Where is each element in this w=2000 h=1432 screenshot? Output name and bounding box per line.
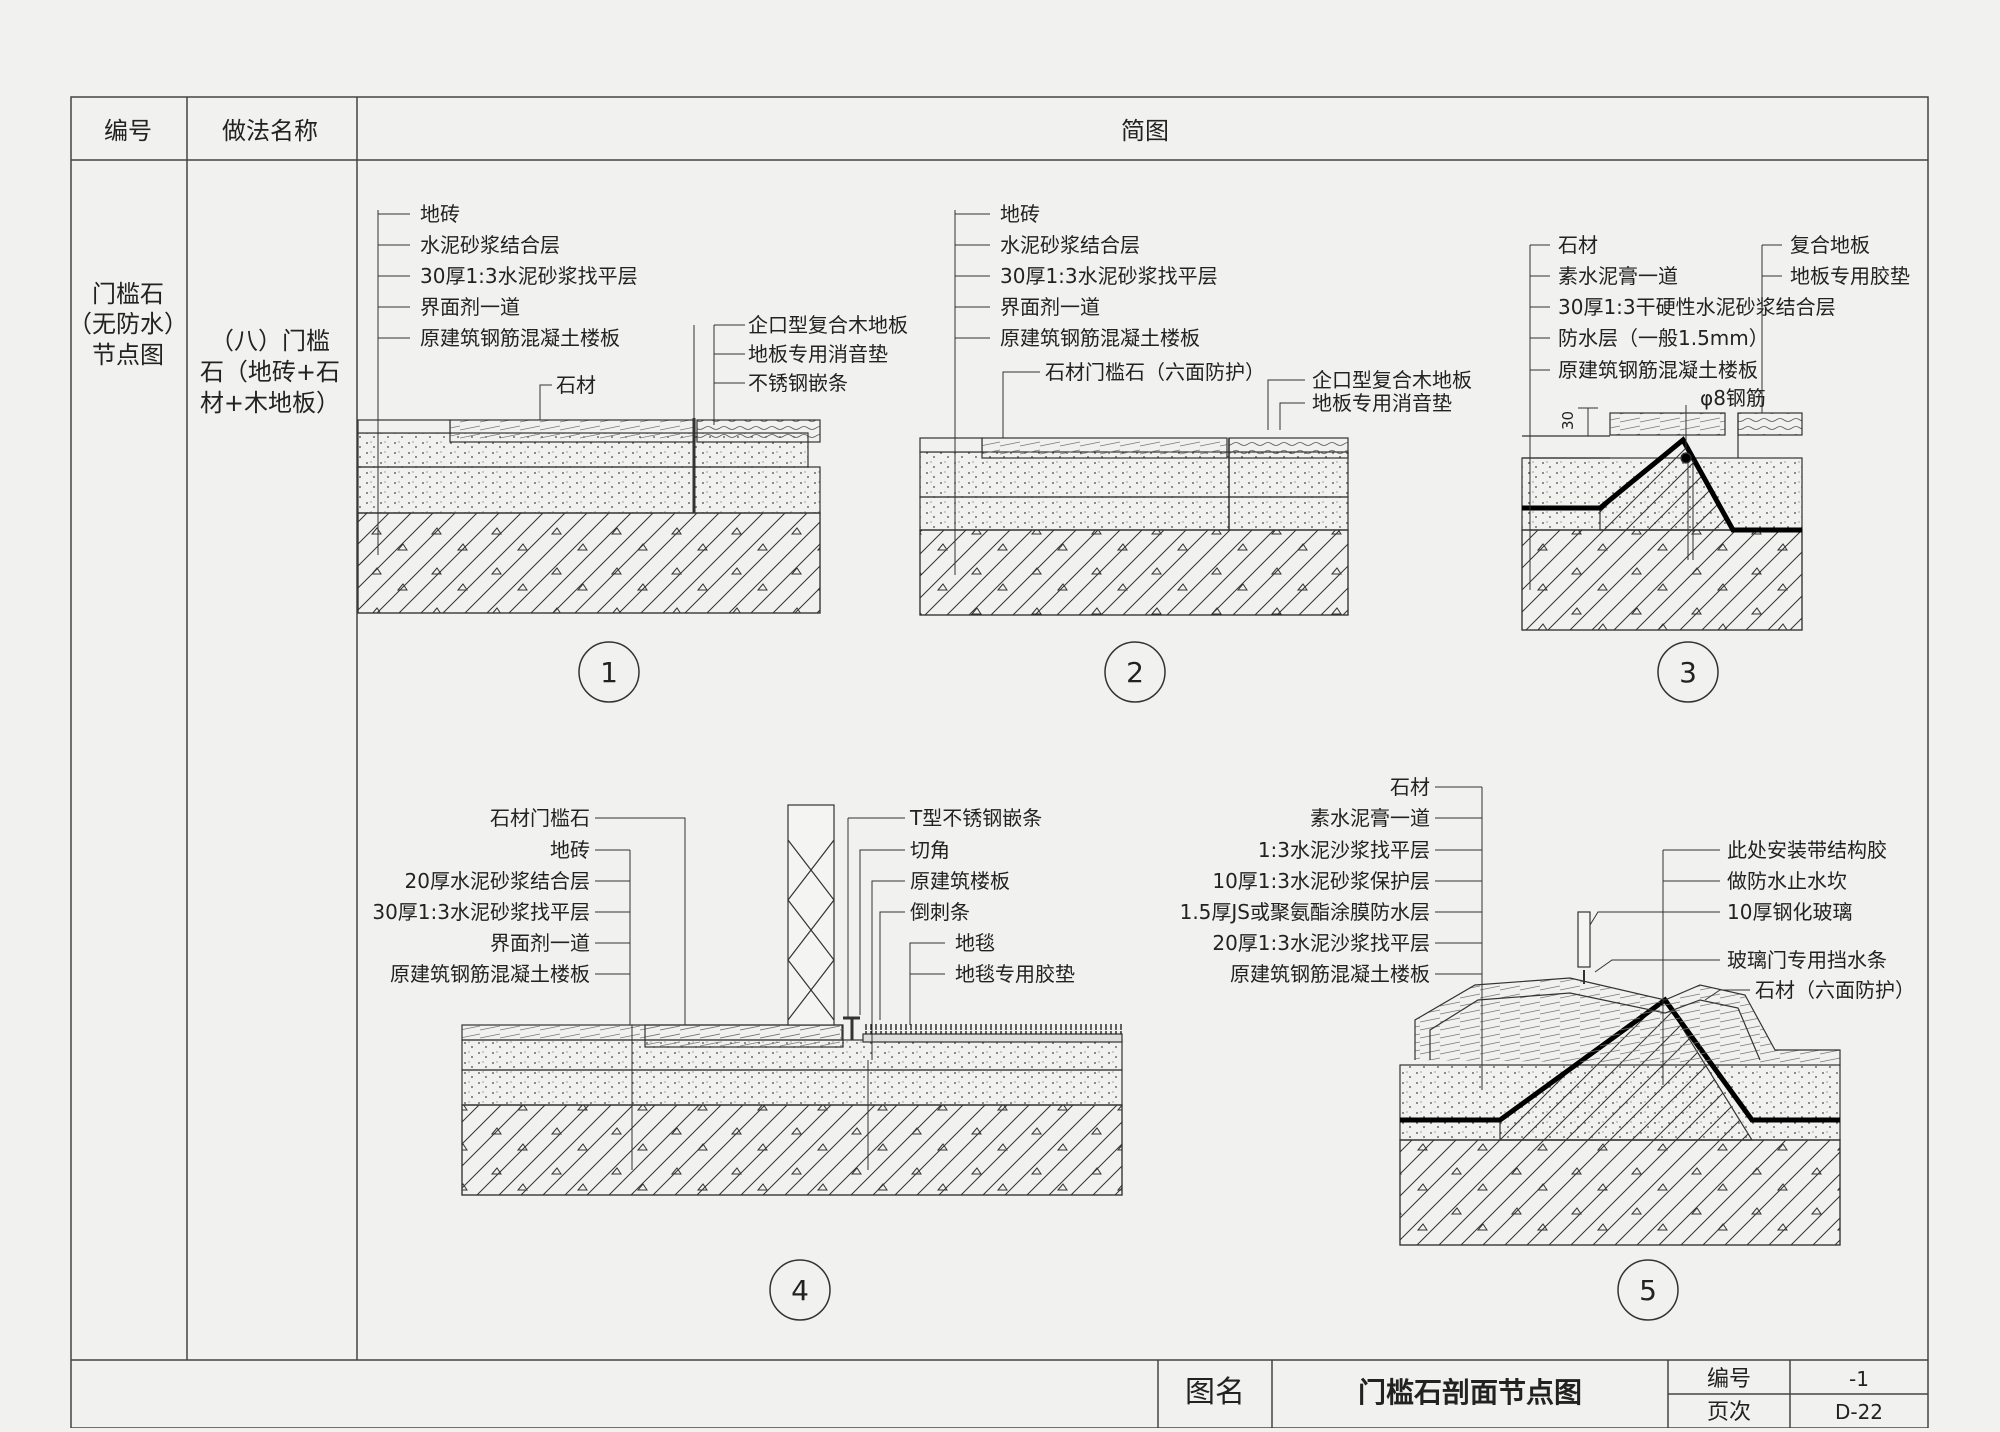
drawing-title: 门槛石剖面节点图 — [1358, 1376, 1582, 1409]
method-line-1: （八）门槛 — [210, 327, 330, 355]
detail-2-section — [919, 210, 1349, 616]
category-line-1: 门槛石 — [92, 280, 164, 308]
detail-5-label-right-5: 石材（六面防护） — [1755, 978, 1915, 1002]
detail-3-label-left-1: 石材 — [1558, 233, 1598, 257]
detail-2-label-left-4: 界面剂一道 — [1000, 295, 1100, 319]
detail-4-label-left-6: 原建筑钢筋混凝土楼板 — [390, 962, 590, 986]
detail-4-label-left-1: 石材门槛石 — [490, 806, 590, 830]
title-page-value: D-22 — [1835, 1400, 1883, 1424]
detail-2-label-left-2: 水泥砂浆结合层 — [1000, 233, 1140, 257]
detail-1-label-right-2: 地板专用消音垫 — [748, 342, 888, 366]
detail-2-label-right-1: 企口型复合木地板 — [1312, 368, 1472, 392]
method-line-2: 石（地砖+石 — [200, 358, 340, 386]
detail-3-section — [1521, 412, 1803, 631]
detail-2-label-stone: 石材门槛石（六面防护） — [1045, 360, 1265, 384]
header-method: 做法名称 — [222, 117, 318, 145]
detail-3-label-left-3: 30厚1:3干硬性水泥砂浆结合层 — [1558, 295, 1836, 319]
detail-3-number-circle — [1657, 641, 1719, 703]
detail-2-label-left-1: 地砖 — [1000, 202, 1040, 226]
detail-4-label-left-3: 20厚水泥砂浆结合层 — [405, 869, 590, 893]
title-code-value: -1 — [1849, 1367, 1869, 1391]
detail-4-label-right-2: 切角 — [910, 838, 950, 862]
detail-1-label-right-3: 不锈钢嵌条 — [748, 371, 848, 395]
detail-5-label-right-1: 此处安装带结构胶 — [1727, 838, 1887, 862]
detail-4-label-left-4: 30厚1:3水泥砂浆找平层 — [372, 900, 590, 924]
detail-2-number: 2 — [1126, 656, 1144, 689]
category-line-3: 节点图 — [92, 341, 164, 369]
header-no: 编号 — [104, 117, 152, 145]
detail-1-section — [357, 210, 821, 614]
detail-5-label-left-2: 素水泥膏一道 — [1310, 806, 1430, 830]
detail-4-label-left-2: 地砖 — [550, 838, 590, 862]
detail-4-label-left-5: 界面剂一道 — [490, 931, 590, 955]
detail-4-leaders — [595, 817, 945, 1060]
category-line-2: （无防水） — [68, 310, 188, 338]
detail-3-label-right-1: 复合地板 — [1790, 233, 1870, 257]
detail-4-label-right-6: 地毯专用胶垫 — [955, 962, 1075, 986]
header-diagram: 简图 — [1121, 117, 1169, 145]
title-name-label: 图名 — [1185, 1375, 1245, 1410]
detail-5-section — [1399, 850, 1841, 1246]
detail-1-label-left-3: 30厚1:3水泥砂浆找平层 — [420, 264, 638, 288]
detail-5-label-left-6: 20厚1:3水泥沙浆找平层 — [1212, 931, 1430, 955]
detail-5-label-right-3: 10厚钢化玻璃 — [1727, 900, 1852, 924]
detail-4-label-right-5: 地毯 — [955, 931, 995, 955]
detail-3-leaders — [1529, 244, 1782, 590]
detail-3-label-left-5: 原建筑钢筋混凝土楼板 — [1558, 358, 1758, 382]
detail-5-number-circle — [1617, 1259, 1679, 1321]
detail-1-number: 1 — [600, 656, 618, 689]
detail-4-section — [461, 804, 1123, 1196]
detail-5-label-right-2: 做防水止水坎 — [1727, 869, 1847, 893]
detail-5-label-right-4: 玻璃门专用挡水条 — [1727, 948, 1887, 972]
detail-1-leaders — [378, 213, 745, 425]
detail-2-label-right-2: 地板专用消音垫 — [1312, 391, 1452, 415]
detail-5-number: 5 — [1639, 1274, 1657, 1307]
detail-3-dim-label: 30 — [1559, 411, 1577, 430]
title-page-label: 页次 — [1707, 1400, 1751, 1425]
detail-1-label-left-1: 地砖 — [420, 202, 460, 226]
detail-2-label-left-5: 原建筑钢筋混凝土楼板 — [1000, 326, 1200, 350]
detail-4-label-right-3: 原建筑楼板 — [910, 869, 1010, 893]
detail-2-leaders — [955, 213, 1305, 438]
detail-1-label-right-1: 企口型复合木地板 — [748, 313, 908, 337]
detail-3-label-right-2: 地板专用胶垫 — [1790, 264, 1910, 288]
detail-5-label-left-7: 原建筑钢筋混凝土楼板 — [1230, 962, 1430, 986]
detail-1-number-circle — [578, 641, 640, 703]
method-line-3: 材+木地板） — [200, 389, 340, 417]
detail-5-label-left-1: 石材 — [1390, 775, 1430, 799]
detail-5-label-left-4: 10厚1:3水泥砂浆保护层 — [1212, 869, 1430, 893]
detail-3-label-rebar: φ8钢筋 — [1700, 386, 1766, 410]
detail-4-label-right-1: T型不锈钢嵌条 — [909, 806, 1042, 830]
detail-2-number-circle — [1104, 641, 1166, 703]
detail-3-label-left-4: 防水层（一般1.5mm） — [1558, 326, 1769, 350]
detail-4-number-circle — [769, 1259, 831, 1321]
detail-5-label-left-5: 1.5厚JS或聚氨酯涂膜防水层 — [1180, 900, 1430, 924]
detail-4-number: 4 — [791, 1274, 809, 1307]
detail-1-label-left-5: 原建筑钢筋混凝土楼板 — [420, 326, 620, 350]
detail-1-label-stone: 石材 — [556, 373, 596, 397]
detail-5-leaders — [1435, 786, 1750, 1090]
detail-1-label-left-2: 水泥砂浆结合层 — [420, 233, 560, 257]
detail-3-label-left-2: 素水泥膏一道 — [1558, 264, 1678, 288]
detail-5-label-left-3: 1:3水泥沙浆找平层 — [1258, 838, 1430, 862]
detail-3-number: 3 — [1679, 656, 1697, 689]
detail-4-label-right-4: 倒刺条 — [910, 900, 970, 924]
title-code-label: 编号 — [1707, 1367, 1751, 1392]
detail-1-label-left-4: 界面剂一道 — [420, 295, 520, 319]
detail-2-label-left-3: 30厚1:3水泥砂浆找平层 — [1000, 264, 1218, 288]
